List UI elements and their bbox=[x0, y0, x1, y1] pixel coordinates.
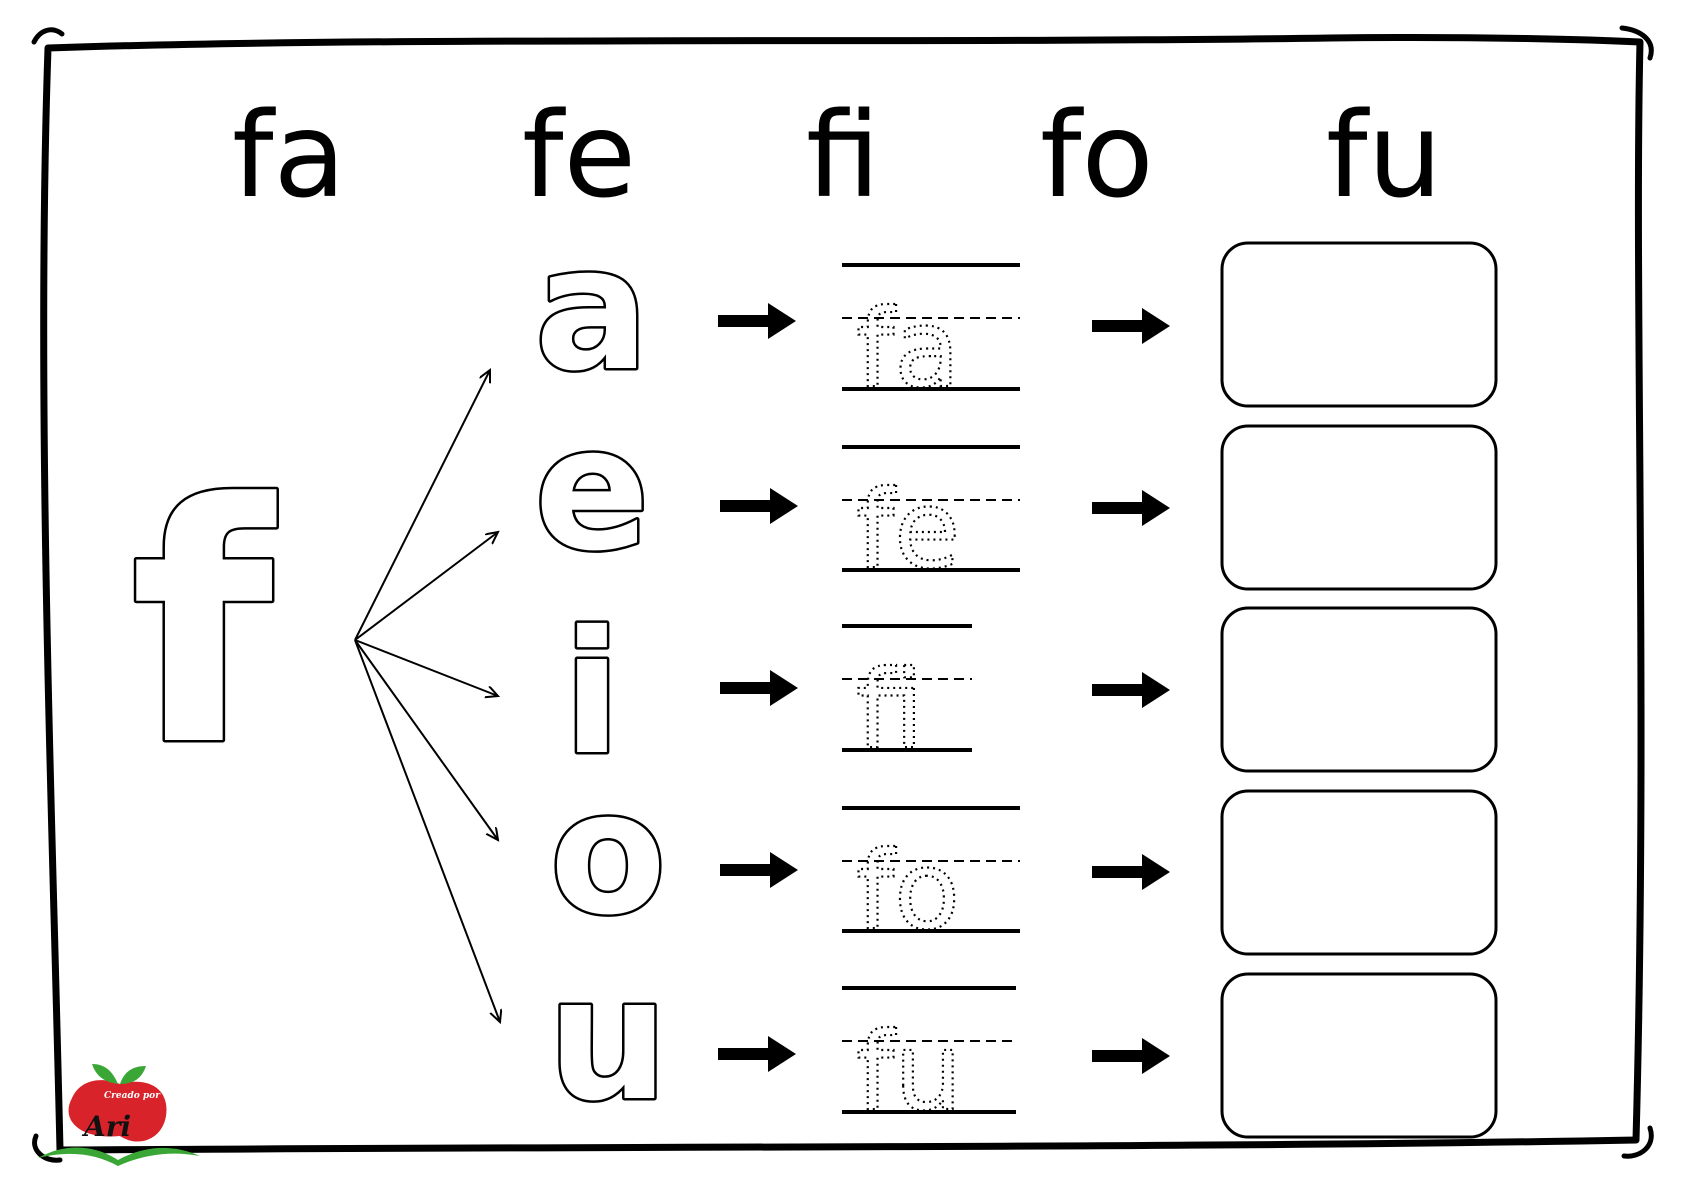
trace-row: fu bbox=[842, 986, 1016, 1136]
trace-row: fo bbox=[842, 806, 1020, 955]
vowel-i: i bbox=[563, 595, 621, 793]
trace-syllable-fe: fe bbox=[856, 468, 960, 593]
trace-syllable-fi: fi bbox=[856, 648, 924, 773]
right-arrow-icon bbox=[1092, 1038, 1170, 1074]
branch-arrow-icon bbox=[354, 370, 490, 641]
trace-rows: fa fe fi fo fu bbox=[842, 263, 1020, 1136]
arrows-to-trace bbox=[718, 303, 798, 1072]
header-syllable-fa: fa bbox=[232, 86, 346, 224]
right-arrow-icon bbox=[1092, 490, 1170, 526]
header-syllable-fi: fi bbox=[806, 86, 880, 224]
trace-row: fa bbox=[842, 263, 1020, 413]
main-letter-f: f bbox=[130, 434, 280, 818]
vowel-o: o bbox=[550, 755, 667, 953]
branch-arrows bbox=[354, 370, 500, 1022]
header-syllable-fo: fo bbox=[1040, 86, 1154, 224]
trace-syllable-fa: fa bbox=[856, 287, 960, 412]
header-syllable-fu: fu bbox=[1326, 86, 1442, 224]
header-syllables: fa fe fi fo fu bbox=[232, 86, 1442, 224]
page-frame bbox=[31, 25, 1654, 1163]
right-arrow-icon bbox=[720, 852, 798, 888]
right-arrow-icon bbox=[1092, 672, 1170, 708]
vowel-e: e bbox=[534, 391, 649, 589]
branch-arrow-icon bbox=[354, 532, 498, 641]
right-arrow-icon bbox=[718, 1036, 796, 1072]
branch-arrow-icon bbox=[354, 639, 500, 1022]
answer-box[interactable] bbox=[1220, 789, 1498, 956]
logo-name: Ari bbox=[81, 1110, 131, 1143]
answer-box[interactable] bbox=[1220, 424, 1498, 591]
vowel-u: u bbox=[547, 941, 668, 1139]
branch-arrow-icon bbox=[354, 639, 498, 696]
answer-box[interactable] bbox=[1220, 972, 1498, 1139]
trace-syllable-fu: fu bbox=[856, 1010, 962, 1135]
answer-box[interactable] bbox=[1220, 606, 1498, 773]
arrows-to-boxes bbox=[1092, 308, 1170, 1074]
answer-boxes bbox=[1220, 241, 1498, 1139]
logo-small-text: Creado por bbox=[104, 1091, 161, 1101]
vowel-column: a e i o u bbox=[532, 209, 671, 1142]
trace-row: fe bbox=[842, 445, 1020, 594]
right-arrow-icon bbox=[1092, 308, 1170, 344]
right-arrow-icon bbox=[720, 488, 798, 524]
header-syllable-fe: fe bbox=[522, 86, 636, 224]
right-arrow-icon bbox=[720, 670, 798, 706]
right-arrow-icon bbox=[1092, 854, 1170, 890]
trace-syllable-fo: fo bbox=[856, 829, 960, 954]
answer-box[interactable] bbox=[1220, 241, 1498, 408]
branch-arrow-icon bbox=[354, 639, 498, 840]
right-arrow-icon bbox=[718, 303, 796, 339]
apple-book-logo-icon: Creado por Ari bbox=[38, 1064, 200, 1166]
vowel-a: a bbox=[535, 211, 650, 409]
trace-row: fi bbox=[842, 624, 972, 774]
